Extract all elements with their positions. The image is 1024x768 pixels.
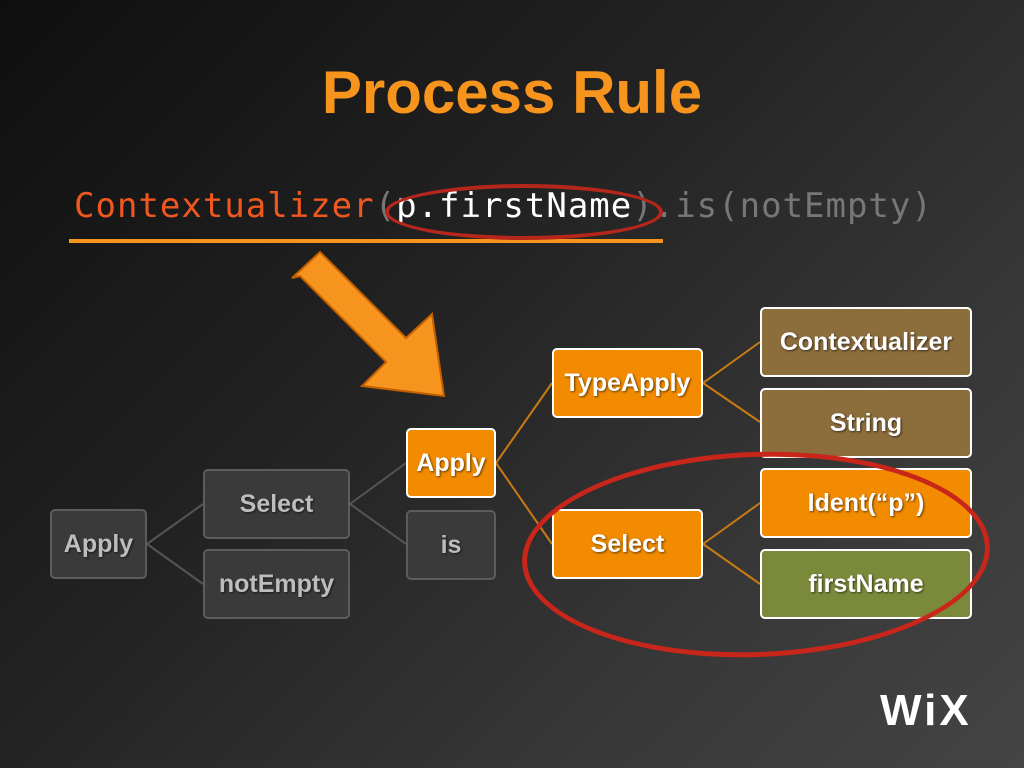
node-string: String (760, 388, 972, 458)
argument-highlight-oval (385, 184, 663, 240)
wix-logo: WiX (880, 686, 972, 735)
code-contextualizer: Contextualizer (74, 186, 375, 226)
code-method-call: .is(notEmpty) (653, 186, 933, 226)
node-is: is (406, 510, 496, 580)
node-select-gray: Select (203, 469, 350, 539)
slide-title: Process Rule (321, 59, 703, 126)
down-right-arrow-icon (291, 250, 446, 398)
node-contextualizer: Contextualizer (760, 307, 972, 377)
node-not-empty: notEmpty (203, 549, 350, 619)
code-underline (69, 239, 663, 243)
node-first-name: firstName (760, 549, 972, 619)
node-select-orange: Select (552, 509, 703, 579)
node-root-apply: Apply (50, 509, 147, 579)
node-type-apply: TypeApply (552, 348, 703, 418)
node-ident-p: Ident(“p”) (760, 468, 972, 538)
node-apply-orange: Apply (406, 428, 496, 498)
